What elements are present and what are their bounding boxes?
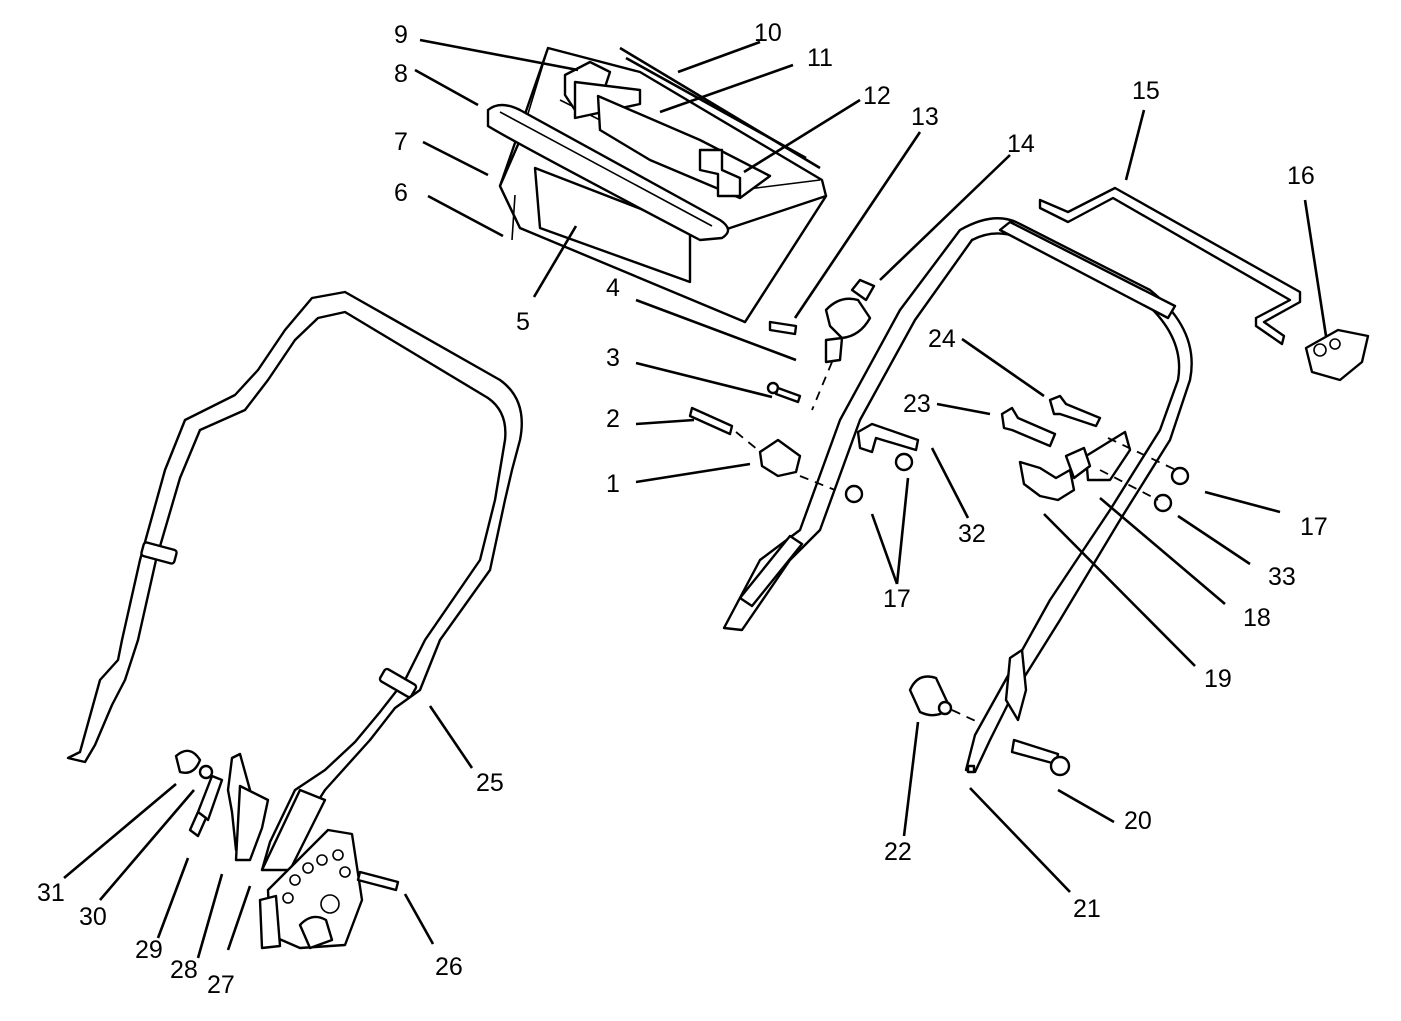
callout-8: 8: [394, 60, 408, 88]
height-adjuster-assembly: [174, 749, 400, 950]
callout-18: 18: [1243, 604, 1271, 632]
callout-7: 7: [394, 128, 408, 156]
callout-23: 23: [903, 390, 931, 418]
callout-29: 29: [135, 936, 163, 964]
callout-1: 1: [606, 470, 620, 498]
callout-16: 16: [1287, 162, 1315, 190]
upper-handle: [722, 217, 1193, 774]
callout-33: 33: [1268, 563, 1296, 591]
callout-30: 30: [79, 903, 107, 931]
callout-17-right: 17: [1300, 513, 1328, 541]
callout-5: 5: [516, 308, 530, 336]
callout-25: 25: [476, 769, 504, 797]
callout-17-center: 17: [883, 585, 911, 613]
hardware-right: [908, 394, 1190, 777]
callout-20: 20: [1124, 807, 1152, 835]
callout-13: 13: [911, 103, 939, 131]
callout-27: 27: [207, 971, 235, 999]
callout-10: 10: [754, 19, 782, 47]
callout-4: 4: [606, 274, 620, 302]
hardware-center: [688, 278, 920, 504]
grass-bag: [486, 46, 828, 324]
callout-11: 11: [807, 44, 833, 72]
callout-2: 2: [606, 405, 620, 433]
callout-6: 6: [394, 179, 408, 207]
callout-22: 22: [884, 838, 912, 866]
callout-15: 15: [1132, 77, 1160, 105]
callout-28: 28: [170, 956, 198, 984]
callout-21: 21: [1073, 895, 1101, 923]
callout-9: 9: [394, 21, 408, 49]
bail-assembly: [1038, 186, 1370, 382]
callout-26: 26: [435, 953, 463, 981]
leader-lines: [63, 38, 1328, 959]
lower-handle: [66, 290, 523, 872]
callout-labels: 9 10 11 8 12 15 13 7 14 16 6 4 5 24 3 23…: [37, 19, 1328, 999]
callout-14: 14: [1007, 130, 1035, 158]
callout-3: 3: [606, 344, 620, 372]
callout-24: 24: [928, 325, 956, 353]
callout-31: 31: [37, 879, 65, 907]
callout-19: 19: [1204, 665, 1232, 693]
callout-12: 12: [863, 82, 891, 110]
callout-32: 32: [958, 520, 986, 548]
